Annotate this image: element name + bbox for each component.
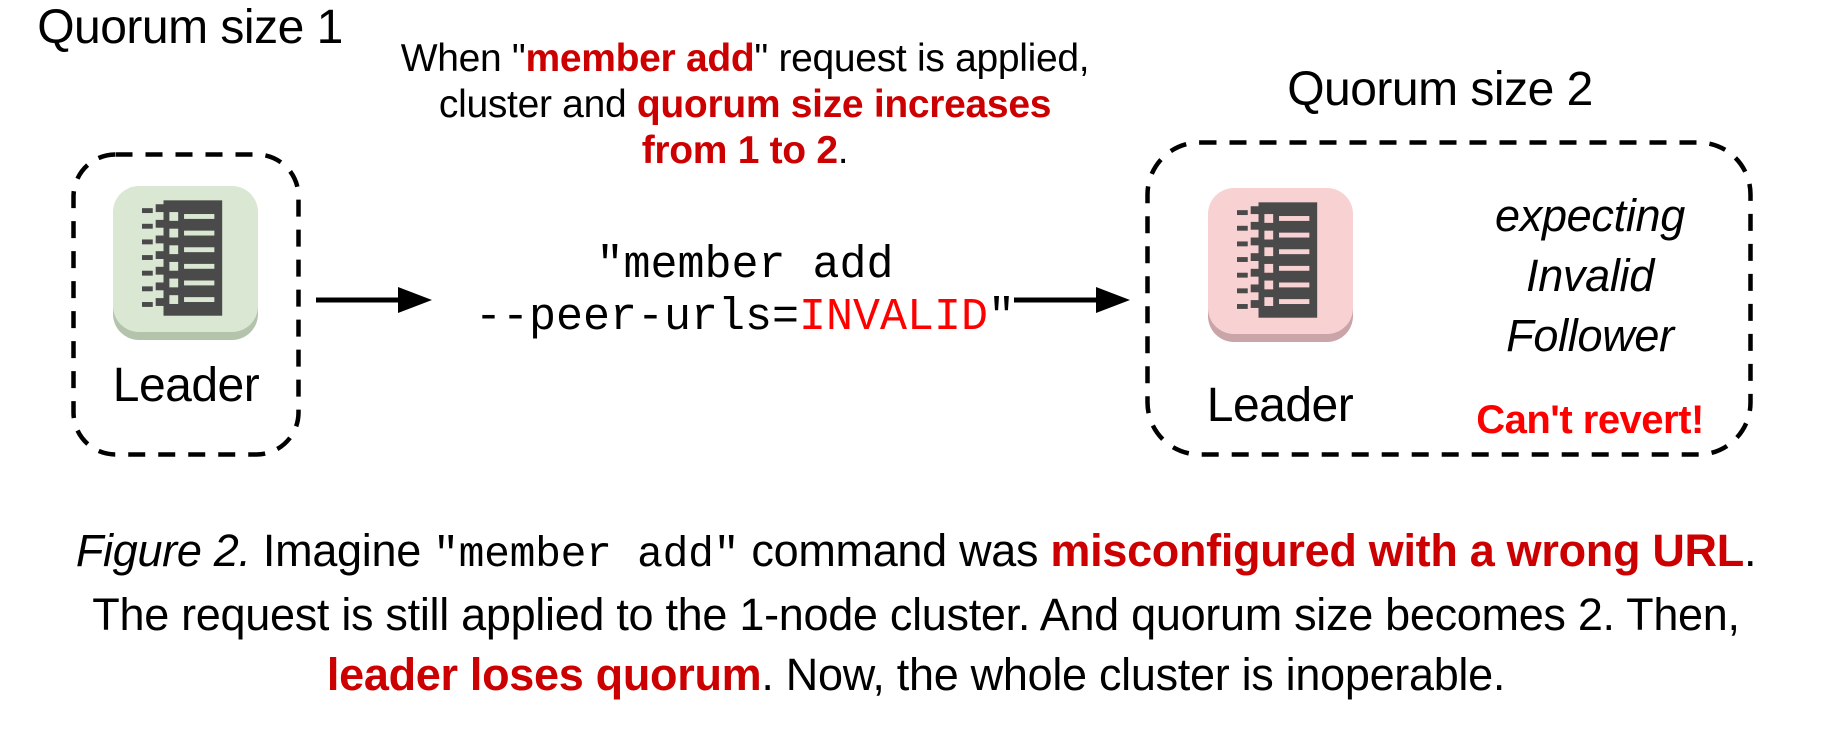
invalid-url-value: INVALID bbox=[799, 292, 989, 343]
member-add-command: "member add --peer-urls=INVALID" bbox=[360, 240, 1130, 344]
command-line-1: "member add bbox=[596, 240, 894, 291]
caption-line-3: leader loses quorum. Now, the whole clus… bbox=[326, 649, 1506, 700]
note-line-2: cluster and quorum size increases bbox=[438, 83, 1052, 126]
caption-line-1: Figure 2. Imagine "member add" command w… bbox=[75, 525, 1757, 579]
note-from-1-to-2-emphasis: from 1 to 2 bbox=[641, 129, 838, 172]
note-quorum-emphasis: quorum size increases bbox=[636, 83, 1052, 126]
arrow-right-icon bbox=[316, 287, 432, 313]
server-log-icon bbox=[141, 200, 222, 316]
right-leader-label: Leader bbox=[1206, 379, 1354, 432]
note-line-3: from 1 to 2. bbox=[641, 129, 849, 172]
right-cluster-title: Quorum size 2 bbox=[1287, 63, 1593, 116]
figure-caption: Figure 2. Imagine "member add" command w… bbox=[0, 521, 1832, 705]
right-cluster-dashed-box bbox=[1145, 140, 1753, 457]
command-line-2: --peer-urls=INVALID" bbox=[474, 292, 1016, 343]
member-add-note: When "member add" request is applied, cl… bbox=[360, 36, 1130, 174]
left-cluster-dashed-box bbox=[71, 152, 301, 457]
note-line-1: When "member add" request is applied, bbox=[400, 37, 1090, 80]
expecting-invalid-follower-note: expecting Invalid Follower bbox=[1495, 190, 1685, 361]
caption-misconfigured-emphasis: misconfigured with a wrong URL bbox=[1050, 525, 1744, 576]
cant-revert-warning: Can't revert! bbox=[1476, 398, 1704, 442]
caption-member-add-code: "member add" bbox=[433, 530, 740, 579]
caption-loses-quorum-emphasis: leader loses quorum bbox=[326, 649, 762, 700]
leader-node-tile-green bbox=[113, 186, 258, 332]
server-log-icon bbox=[1236, 202, 1317, 318]
note-member-add-emphasis: member add bbox=[525, 37, 755, 80]
figure-number-label: Figure 2. bbox=[75, 525, 251, 576]
left-cluster-title: Quorum size 1 bbox=[37, 1, 343, 54]
caption-line-2: The request is still applied to the 1-no… bbox=[92, 589, 1740, 640]
leader-node-tile-pink bbox=[1208, 188, 1353, 334]
left-leader-label: Leader bbox=[112, 359, 260, 412]
arrow-right-icon bbox=[1014, 287, 1130, 313]
